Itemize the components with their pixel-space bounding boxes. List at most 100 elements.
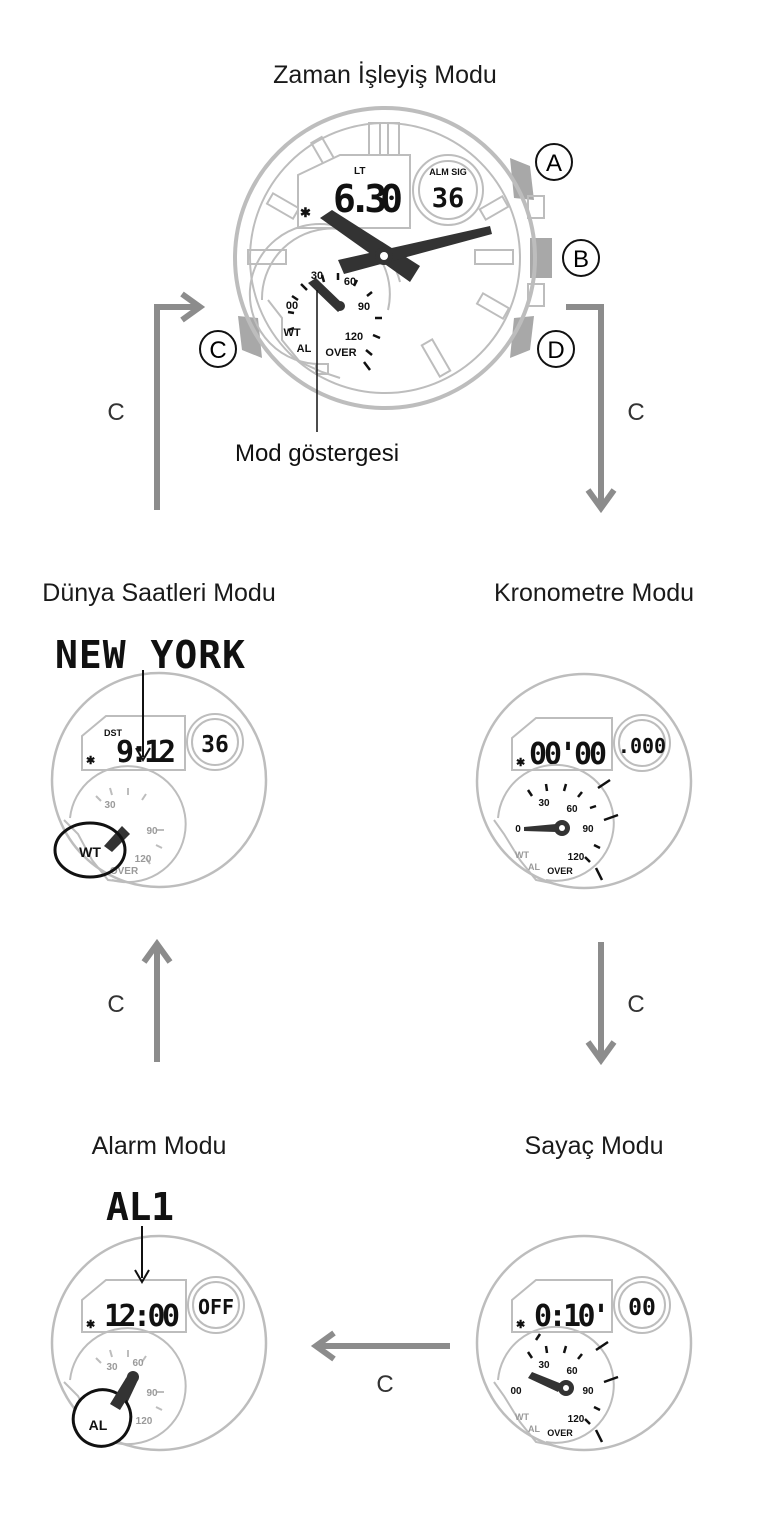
bluetooth-icon: ✱ (516, 757, 525, 769)
stopwatch-watch: ✱ 00'00 .000 30 60 0 90 120 WT AL OVER (475, 672, 693, 890)
stopwatch-mode-title: Kronometre Modu (494, 579, 694, 607)
sub-dial-outer (187, 1276, 245, 1334)
alarm-status-display: OFF (198, 1295, 234, 1319)
button-a-crown[interactable] (510, 158, 534, 200)
watch-face (50, 671, 268, 889)
mode-label-over: OVER (547, 1428, 573, 1438)
hour-marker (420, 338, 452, 378)
mode-dial-outer (497, 1325, 615, 1444)
mode-hand (528, 1372, 562, 1392)
alarm-number: AL1 (106, 1185, 174, 1229)
mode-dial-edge (493, 1381, 557, 1447)
button-c-crown[interactable] (238, 316, 262, 358)
hour-marker (474, 249, 514, 265)
alarm-signal-label: ALM SIG (429, 167, 467, 177)
sub-dial-inner (618, 1281, 666, 1329)
cycle-label-c: C (627, 399, 644, 426)
mode-dial-ticks (95, 787, 164, 865)
main-lcd-window (297, 154, 411, 229)
timekeeping-mode-title: Zaman İşleyiş Modu (273, 60, 497, 89)
button-c-label[interactable]: C (199, 330, 237, 368)
mode-scale-90: 90 (146, 1388, 158, 1399)
mode-hand (524, 824, 556, 832)
alarm-number-pointer-head (134, 1269, 150, 1284)
mode-scale-30: 30 (106, 1362, 118, 1373)
mode-label-over: OVER (325, 347, 356, 359)
local-time-indicator: LT (354, 166, 365, 177)
center-pivot-cap (380, 252, 388, 260)
mode-scale-30: 30 (538, 1360, 550, 1371)
watch-face (50, 1234, 268, 1452)
mode-marker (315, 363, 329, 375)
arrow-timer-to-alarm (310, 1330, 450, 1362)
world-time-mode-title: Dünya Saatleri Modu (42, 579, 275, 607)
mode-scale-90: 90 (582, 1386, 594, 1397)
hour-marker (478, 194, 510, 222)
arrow-stopwatch-to-timer (585, 942, 617, 1066)
mode-label-over: OVER (547, 866, 573, 876)
watch-face (475, 1234, 693, 1452)
lcd-window (511, 717, 613, 771)
mode-dial-ticks (526, 778, 619, 881)
sub-dial-outer (613, 714, 671, 772)
button-c-letter: C (209, 337, 226, 364)
watch-face (475, 672, 693, 890)
sub-dial-inner (192, 1281, 240, 1329)
hour-hand (320, 210, 420, 282)
mode-scale-30: 30 (311, 270, 323, 282)
stopwatch-fraction-display: .000 (618, 734, 666, 758)
button-a-label[interactable]: A (535, 143, 573, 181)
world-time-display: 9:12 (116, 735, 176, 770)
main-time-display: 6.30 (333, 177, 403, 221)
mode-scale-120: 120 (136, 1416, 153, 1427)
sub-dial-inner (618, 719, 666, 767)
button-b-label[interactable]: B (562, 239, 600, 277)
minute-hand (338, 226, 492, 274)
mode-label-al: AL (528, 862, 540, 872)
button-d-letter: D (547, 337, 564, 364)
bluetooth-icon: ✱ (86, 755, 95, 767)
hour-marker (265, 191, 301, 221)
mode-scale-60: 60 (344, 276, 356, 288)
mode-scale-90: 90 (358, 301, 370, 313)
arrow-alarm-to-world (141, 938, 173, 1062)
sub-dial-outer (613, 1276, 671, 1334)
button-d-label[interactable]: D (537, 330, 575, 368)
mode-label-wt: WT (515, 1412, 529, 1422)
dst-indicator: DST (104, 728, 123, 738)
sub-dial-outer (412, 154, 484, 226)
mode-scale-30: 30 (104, 800, 116, 811)
mode-hand-cap (559, 825, 565, 831)
mode-scale-0: 0 (515, 824, 521, 835)
mode-scale-120: 120 (568, 1414, 585, 1425)
timer-mode-title: Sayaç Modu (525, 1132, 664, 1160)
mode-dial-edge (63, 819, 127, 883)
mode-scale-60: 60 (132, 1358, 144, 1369)
mode-dial-outer (497, 763, 615, 882)
mode-dial-outer (69, 765, 187, 884)
mode-scale-120: 120 (345, 331, 363, 343)
mode-hand-pivot (335, 301, 345, 311)
mode-dial-edge (493, 819, 557, 885)
mode-scale-90: 90 (582, 824, 594, 835)
mode-scale-00: 00 (510, 1386, 522, 1397)
bluetooth-icon: ✱ (516, 1319, 525, 1331)
mode-scale-120: 120 (135, 854, 152, 865)
sub-dial-inner (191, 718, 239, 766)
mode-label-wt: WT (515, 850, 529, 860)
mode-dial-outer (69, 1327, 187, 1446)
bluetooth-icon: ✱ (300, 205, 311, 220)
alarm-watch: ✱ 12:00 OFF 30 60 90 120 AL (50, 1226, 268, 1452)
sub-dial-value: 00 (628, 1295, 656, 1321)
mode-hand-over (110, 1378, 136, 1410)
mode-scale-30: 30 (538, 798, 550, 809)
world-time-mode-label: WT (79, 844, 101, 860)
mode-scale-60: 60 (566, 1366, 578, 1377)
mode-hand (104, 826, 130, 852)
watch-bezel (249, 122, 521, 394)
timer-watch: ✱ 0:10' 00 30 60 00 90 120 WT AL OVER (475, 1234, 693, 1452)
button-d-crown[interactable] (510, 316, 534, 358)
mode-dial-ticks (526, 1333, 619, 1443)
button-b-letter: B (573, 246, 589, 273)
